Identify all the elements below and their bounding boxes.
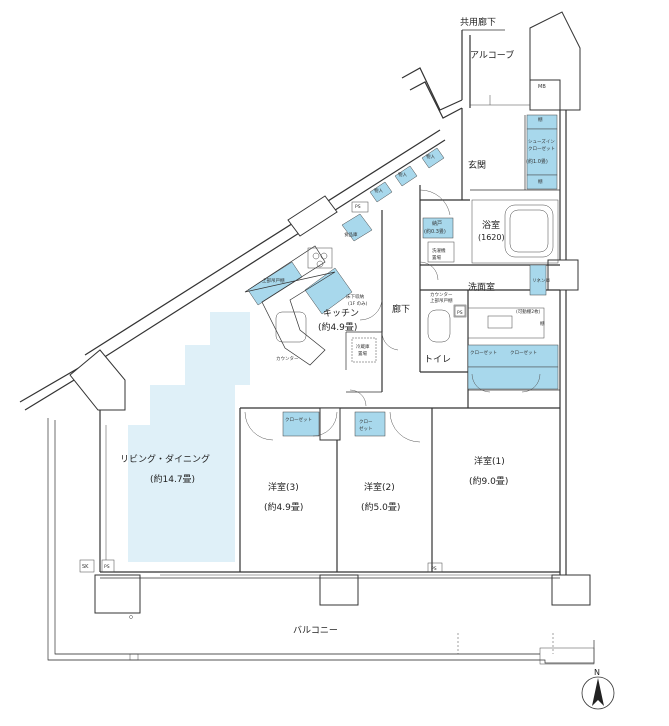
label-pantry: 食品庫 xyxy=(344,231,358,238)
label-sk: SK xyxy=(82,564,89,570)
exterior-walls xyxy=(19,11,581,580)
label-shelf-top: 棚 xyxy=(538,116,543,123)
shoes-closet-body xyxy=(526,128,558,176)
label-storage-in-1: 物入 xyxy=(374,187,383,194)
room2-closet-block xyxy=(354,411,386,437)
label-washer: 洗濯機 xyxy=(432,247,446,254)
pillar-bottom-mid xyxy=(319,574,359,606)
nando-block xyxy=(422,217,454,239)
label-ps-2: PS xyxy=(457,310,463,316)
ps-box-top xyxy=(351,201,369,213)
washer-space-block xyxy=(427,241,455,263)
label-washroom: 洗面室 xyxy=(468,281,495,293)
toilet-fixture xyxy=(427,309,451,343)
washroom-counter xyxy=(467,307,545,339)
label-living-size: (約14.7畳) xyxy=(150,473,195,485)
label-shoes-closet-2: クローゼット xyxy=(528,145,555,152)
label-mb: MB xyxy=(538,84,546,90)
label-entrance: 玄関 xyxy=(468,159,486,171)
label-fridge: 冷蔵庫 xyxy=(356,343,370,350)
balcony-outline xyxy=(47,418,595,665)
linen-block xyxy=(529,264,547,296)
label-upper-cabinet: 上部吊戸棚 xyxy=(262,277,285,284)
label-balcony: バルコニー xyxy=(293,625,338,636)
pillar-right-mid xyxy=(547,259,579,291)
label-common-corridor: 共用廊下 xyxy=(460,16,496,28)
label-shoes-closet: シューズイン xyxy=(528,138,555,145)
label-shoes-closet-size: (約1.0畳) xyxy=(526,158,548,165)
sk-box xyxy=(79,559,95,573)
label-ps-1: PS xyxy=(355,204,361,210)
label-washer-2: 置場 xyxy=(432,254,441,261)
label-kitchen: キッチン xyxy=(323,308,359,319)
label-storage-in-3: 物入 xyxy=(426,153,435,160)
ps-box-bottom xyxy=(427,562,443,573)
label-room3: 洋室(3) xyxy=(268,481,299,493)
label-bathroom: 浴室 xyxy=(482,219,500,231)
underfloor-storage-block xyxy=(304,267,353,315)
label-storage-in-2: 物入 xyxy=(398,171,407,178)
label-nando: 納戸 xyxy=(432,220,442,227)
label-kitchen-size: (約4.9畳) xyxy=(318,321,357,333)
label-ps-3: PS xyxy=(104,564,110,570)
label-north: N xyxy=(594,668,600,677)
shoes-closet-shelf-bottom xyxy=(526,174,558,190)
pillar-bottom-right xyxy=(551,574,591,606)
interior-walls xyxy=(99,108,560,579)
label-room1: 洋室(1) xyxy=(474,455,505,467)
north-compass: N xyxy=(581,668,615,710)
label-counter: カウンター xyxy=(276,355,299,362)
label-closet-room2: クロー xyxy=(359,419,373,425)
label-closet-room1-a: クローゼット xyxy=(470,349,497,356)
label-nando-size: (約0.3畳) xyxy=(424,228,446,235)
label-toilet: トイレ xyxy=(424,355,451,365)
label-room1-size: (約9.0畳) xyxy=(469,475,508,487)
room1-closet-lower xyxy=(467,366,559,390)
label-linen: リネン庫 xyxy=(532,277,550,284)
label-counter-storage-2: 上部吊戸棚 xyxy=(430,297,453,304)
diagonal-storage xyxy=(247,147,445,315)
pantry-block xyxy=(341,213,373,242)
living-dining-floor xyxy=(128,312,250,562)
label-alcove: アルコーブ xyxy=(470,49,514,61)
label-closet-room3: クローゼット xyxy=(285,416,312,423)
labels: 共用廊下 アルコーブ MB 玄関 棚 シューズイン クローゼット (約1.0畳)… xyxy=(82,16,555,636)
pillar-diag-1 xyxy=(287,195,338,237)
room1-closet-block xyxy=(467,344,559,368)
label-fridge-2: 置場 xyxy=(358,350,367,357)
label-closet-room2-2: ゼット xyxy=(359,425,373,432)
label-bathroom-size: (1620) xyxy=(478,233,505,242)
ps-box-washroom xyxy=(453,304,467,318)
label-counter-storage: カウンター xyxy=(430,291,453,298)
label-room2: 洋室(2) xyxy=(364,481,395,493)
label-underfloor: 床下収納 xyxy=(346,293,364,300)
fridge-space xyxy=(351,337,377,363)
doors xyxy=(244,189,541,443)
label-room2-size: (約5.0畳) xyxy=(361,501,400,513)
label-closet-room1-b: クローゼット xyxy=(510,349,537,356)
ps-box-left xyxy=(101,559,115,573)
kitchen-counter xyxy=(244,245,336,366)
label-shelf-washroom: 棚 xyxy=(540,320,545,327)
room3-closet-block xyxy=(282,411,320,437)
label-ps-4: PS xyxy=(431,566,437,572)
label-shelf-bottom: 棚 xyxy=(538,178,543,185)
bathroom-fixtures xyxy=(471,199,559,264)
label-hallway: 廊下 xyxy=(392,303,410,315)
label-room3-size: (約4.9畳) xyxy=(264,501,303,513)
label-movable-shelf: (可動棚2枚) xyxy=(516,308,541,315)
pillar-bottom-left xyxy=(94,574,141,614)
pillar-diag-2 xyxy=(69,349,126,411)
label-living: リビング・ダイニング xyxy=(120,453,210,465)
label-underfloor-2: (1F のみ) xyxy=(348,301,368,307)
pillar-room-mid xyxy=(319,407,341,441)
